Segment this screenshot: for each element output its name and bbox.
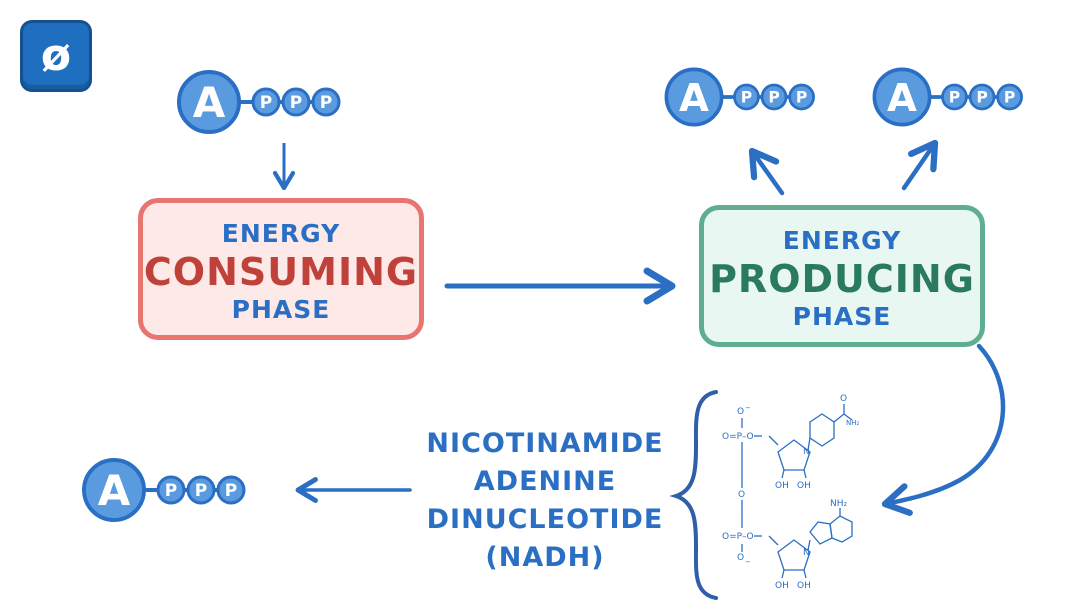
adenosine-label: A (98, 466, 131, 515)
svg-text:OH: OH (775, 481, 789, 491)
svg-text:O=P–O: O=P–O (722, 532, 754, 542)
arrow-producing-to-atp-1 (748, 147, 785, 196)
phosphate-label: P (796, 88, 807, 107)
phosphate-label: P (949, 88, 960, 107)
phosphate-circle (996, 83, 1023, 111)
energy-consuming-phase-box: ENERGY CONSUMING PHASE (138, 198, 424, 340)
nadh-name-label: NICOTINAMIDE ADENINE DINUCLEOTIDE (NADH) (418, 425, 672, 577)
consuming-phase-title: CONSUMING (143, 250, 419, 294)
svg-text:OH: OH (775, 581, 789, 591)
svg-text:NH₂: NH₂ (846, 419, 860, 427)
arrow-producing-to-atp-2 (901, 139, 939, 191)
adenosine-circle (82, 458, 146, 522)
producing-phase-line3: PHASE (792, 302, 892, 331)
phosphate-circle (788, 83, 815, 111)
nadh-brace (669, 390, 718, 600)
phosphate-label: P (768, 88, 779, 107)
adenosine-label: A (679, 76, 709, 121)
svg-text:NH₂: NH₂ (830, 499, 848, 509)
phosphate-circle (968, 83, 996, 111)
arrow-producing-to-nadh (881, 343, 1006, 516)
phosphate-label: P (1004, 88, 1015, 107)
phosphate-circle (186, 475, 216, 505)
phosphate-label: P (195, 481, 207, 501)
phosphate-label: P (320, 93, 332, 113)
consuming-phase-line3: PHASE (231, 295, 331, 324)
adenosine-label: A (887, 76, 917, 121)
adenosine-circle (177, 70, 241, 134)
svg-text:OH: OH (797, 481, 811, 491)
phosphate-circle (760, 83, 788, 111)
phosphate-label: P (976, 88, 987, 107)
producing-phase-title: PRODUCING (709, 257, 975, 301)
phosphate-label: P (260, 93, 272, 113)
svg-text:−: − (745, 404, 751, 412)
energy-producing-phase-box: ENERGY PRODUCING PHASE (699, 205, 985, 347)
svg-text:−: − (745, 558, 751, 566)
nadh-name-line: DINUCLEOTIDE (426, 504, 664, 535)
nadh-structure-labels: O − O=P–O O O=P–O O − O NH₂ N OH OH NH₂ … (722, 394, 860, 591)
adenosine-label: A (193, 78, 226, 127)
producing-phase-line1: ENERGY (782, 226, 902, 255)
phosphate-circle (311, 87, 341, 117)
nadh-name-line: NICOTINAMIDE (426, 428, 664, 459)
nadh-name-line: ADENINE (473, 466, 617, 497)
svg-text:O: O (840, 394, 847, 404)
svg-text:N: N (803, 548, 810, 558)
phosphate-label: P (741, 88, 752, 107)
phosphate-circle (733, 83, 760, 111)
phosphate-circle (251, 87, 281, 117)
adenosine-circle (664, 67, 724, 127)
svg-text:O=P–O: O=P–O (722, 432, 754, 442)
logo-symbol: ø (40, 30, 72, 81)
phosphate-circle (156, 475, 186, 505)
phosphate-label: P (225, 481, 237, 501)
phosphate-circle (216, 475, 246, 505)
logo-badge: ø (20, 20, 92, 92)
phosphate-label: P (290, 93, 302, 113)
phosphate-circle (941, 83, 968, 111)
phosphate-circle (281, 87, 311, 117)
phosphate-label: P (165, 481, 177, 501)
svg-text:N: N (803, 447, 810, 457)
svg-text:O: O (738, 490, 745, 500)
nadh-abbreviation: (NADH) (485, 542, 605, 573)
nadh-structure (741, 404, 853, 579)
adenosine-circle (872, 67, 932, 127)
svg-text:OH: OH (797, 581, 811, 591)
svg-text:O: O (737, 407, 744, 417)
svg-text:O: O (737, 553, 744, 563)
consuming-phase-line1: ENERGY (221, 219, 341, 248)
